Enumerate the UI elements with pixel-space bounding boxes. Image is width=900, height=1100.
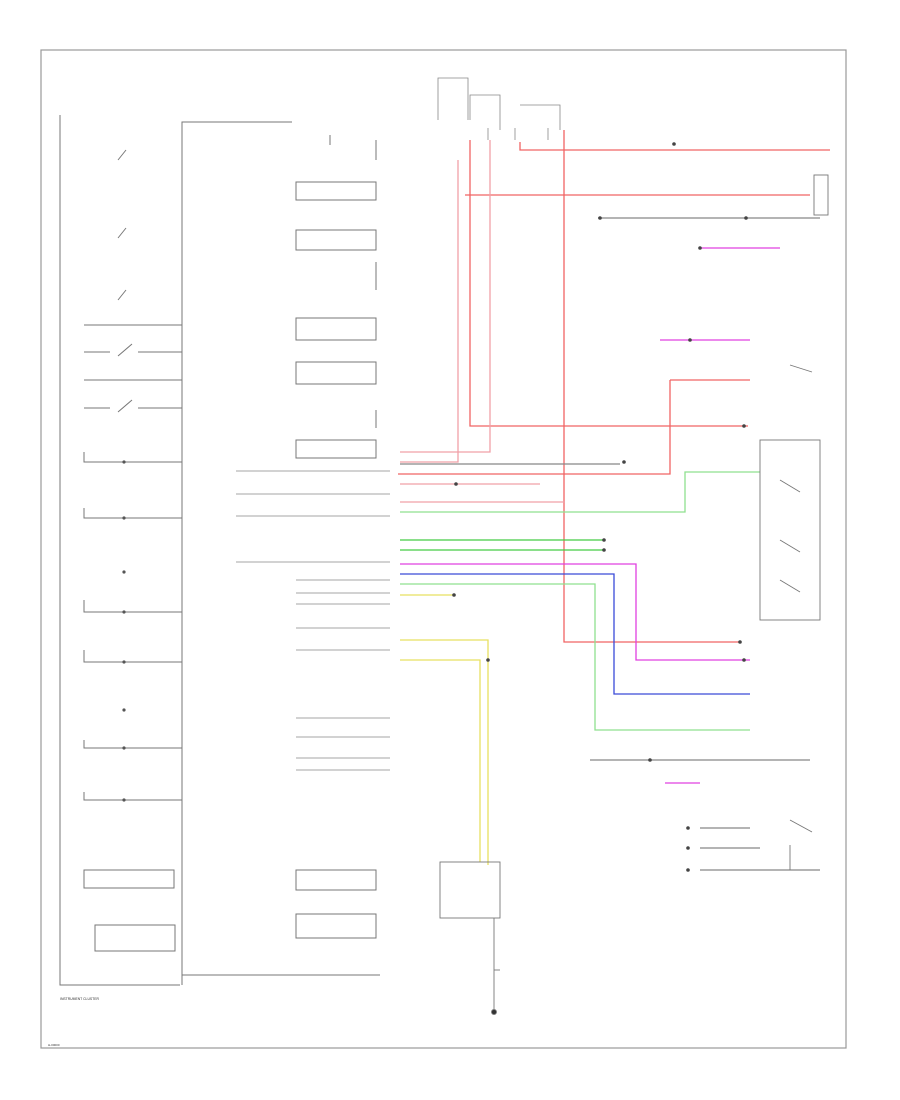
cluster-title: INSTRUMENT CLUSTER xyxy=(60,997,99,1001)
splice-dots xyxy=(452,142,748,872)
cluster-indicator-column xyxy=(295,135,377,939)
instrument-cluster-outline xyxy=(59,115,380,986)
circuit-wires xyxy=(398,130,830,871)
power-distribution-top xyxy=(437,77,561,140)
bottom-module xyxy=(439,861,501,1015)
corner-mark: H-00000 xyxy=(48,1043,60,1047)
diagram-frame xyxy=(40,49,847,1049)
right-side-components xyxy=(759,174,829,870)
cluster-lamp-column xyxy=(83,149,182,952)
cluster-pin-stubs xyxy=(236,470,390,771)
